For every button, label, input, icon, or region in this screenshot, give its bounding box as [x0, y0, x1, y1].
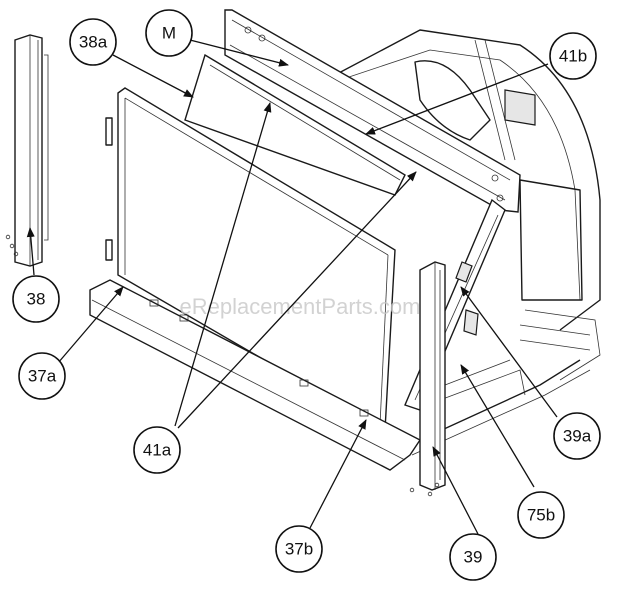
side-post-left: [5, 34, 49, 267]
base-frame: [89, 279, 591, 471]
top-rail-assembly: [224, 9, 521, 213]
callout-M: M: [145, 9, 193, 57]
callout-38: 38: [12, 275, 60, 323]
callout-39a: 39a: [553, 412, 601, 460]
unit-housing: [334, 29, 601, 381]
callout-39: 39: [449, 533, 497, 581]
corner-post-right: [409, 261, 446, 497]
leader-lines: [26, 39, 558, 535]
callout-label: 75b: [527, 506, 555, 525]
callout-41b: 41b: [549, 32, 597, 80]
callout-label: 37a: [28, 367, 57, 386]
front-filter-panel: [105, 87, 396, 432]
callout-label: 39a: [563, 427, 592, 446]
callout-38a: 38a: [69, 18, 117, 66]
callout-75b: 75b: [517, 491, 565, 539]
callout-label: M: [162, 24, 176, 43]
callout-label: 41b: [559, 47, 587, 66]
callout-label: 38: [27, 290, 46, 309]
callout-label: 37b: [285, 540, 313, 559]
callout-label: 38a: [79, 33, 108, 52]
callout-37b: 37b: [275, 525, 323, 573]
callout-label: 39: [464, 548, 483, 567]
callout-41a: 41a: [133, 426, 181, 474]
watermark-text: eReplacementParts.com: [180, 294, 421, 319]
callout-37a: 37a: [18, 352, 66, 400]
callout-label: 41a: [143, 441, 172, 460]
